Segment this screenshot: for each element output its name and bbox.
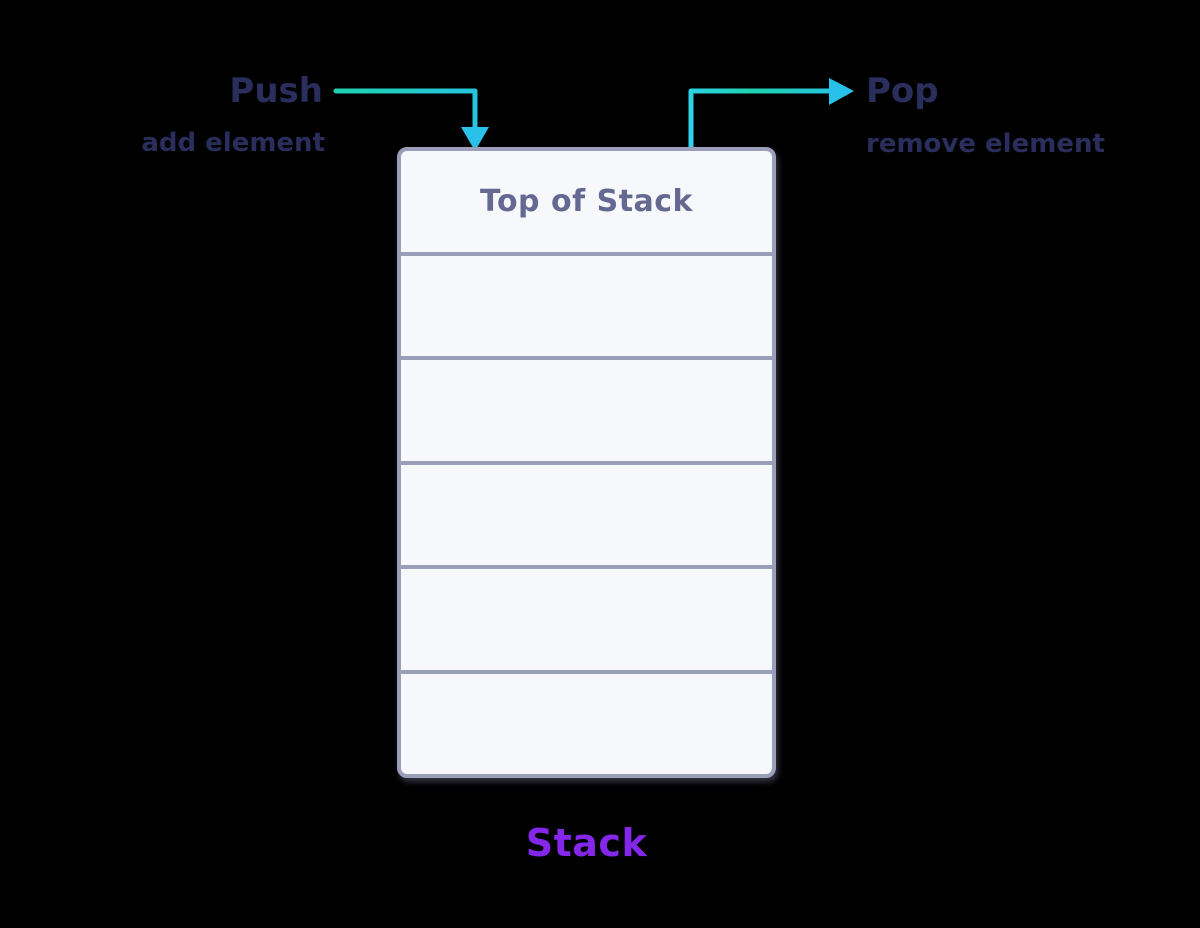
stack-cell	[401, 460, 772, 566]
pop-label: Pop	[866, 71, 939, 111]
stack-cell	[401, 251, 772, 357]
push-arrow-icon	[333, 88, 489, 151]
push-sublabel: add element	[141, 128, 325, 158]
stack-cell	[401, 356, 772, 461]
stack-box: Top of Stack	[397, 147, 776, 778]
stack-title: Stack	[525, 821, 648, 865]
pop-sublabel: remove element	[866, 129, 1105, 159]
stack-cell	[401, 565, 772, 670]
stack-cell	[401, 669, 772, 775]
pop-arrow-icon	[688, 78, 854, 151]
stack-cell-top: Top of Stack	[479, 183, 694, 219]
push-label: Push	[229, 71, 323, 111]
